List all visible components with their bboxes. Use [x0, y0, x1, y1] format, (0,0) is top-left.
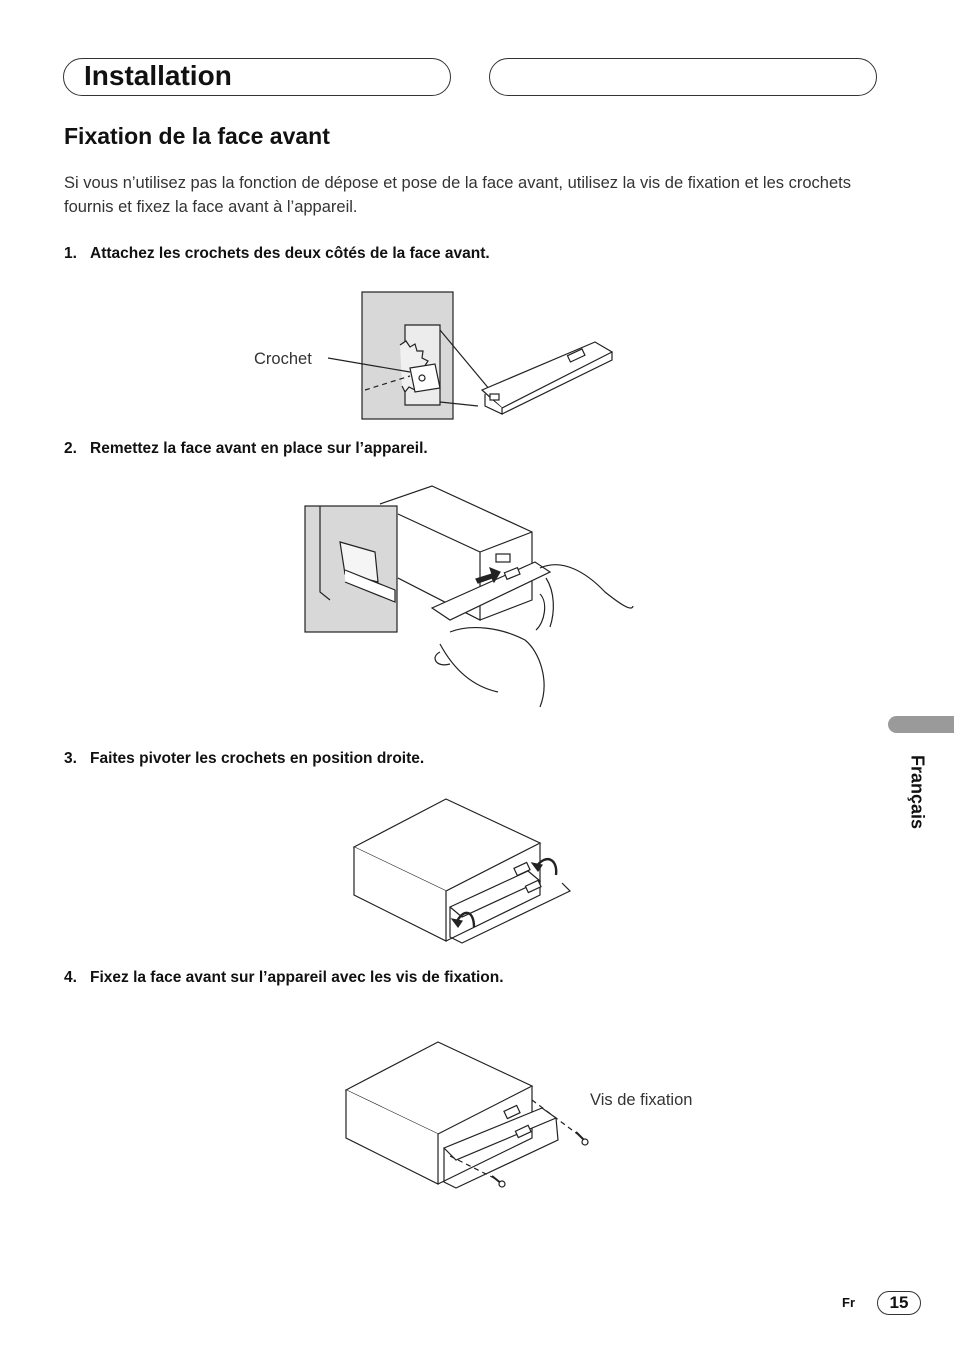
front-panel: [430, 561, 552, 621]
language-tab-label: Français: [907, 754, 928, 830]
rotate-arrow-left: [454, 911, 476, 928]
left-hand: [434, 627, 545, 708]
step-1: 1. Attachez les crochets des deux côtés d…: [64, 245, 490, 263]
page-number: 15: [877, 1291, 921, 1315]
step-number: 1.: [64, 245, 77, 262]
figure-fasten-screws: Vis de fixation: [344, 1041, 692, 1189]
front-panel: [480, 341, 614, 409]
subsection-title: Fixation de la face avant: [64, 123, 330, 149]
step-number: 3.: [64, 750, 77, 767]
step-number: 2.: [64, 440, 77, 457]
screw-left: [491, 1175, 506, 1188]
language-tab: [888, 716, 954, 733]
step-4: 4. Fixez la face avant sur l’appareil ave…: [64, 969, 504, 987]
step-text: Remettez la face avant en place sur l’ap…: [90, 440, 428, 457]
callout-screw: Vis de fixation: [590, 1091, 692, 1109]
front-panel: [448, 870, 542, 918]
step-3: 3. Faites pivoter les crochets en positio…: [64, 750, 424, 768]
step-text: Fixez la face avant sur l’appareil avec …: [90, 969, 504, 986]
empty-header-pill: [489, 58, 877, 96]
step-2: 2. Remettez la face avant en place sur l’…: [64, 440, 428, 458]
step-text: Faites pivoter les crochets en position …: [90, 750, 425, 767]
section-header-pill: [63, 58, 451, 96]
screw-right: [575, 1131, 589, 1146]
figure-attach-hooks: Crochet: [254, 291, 614, 420]
callout-leader-hook: [327, 357, 411, 373]
right-hand: [535, 564, 634, 631]
figure-reattach-front-panel: [304, 485, 634, 708]
push-arrow: [475, 566, 501, 584]
figure-rotate-hooks: [352, 798, 572, 944]
footer-language-code: Fr: [842, 1295, 855, 1310]
intro-paragraph: Si vous n’utilisez pas la fonction de dé…: [64, 174, 851, 216]
step-text: Attachez les crochets des deux côtés de …: [90, 245, 490, 262]
step-number: 4.: [64, 969, 77, 986]
section-title: Installation: [84, 60, 232, 91]
callout-hook: Crochet: [254, 350, 312, 368]
